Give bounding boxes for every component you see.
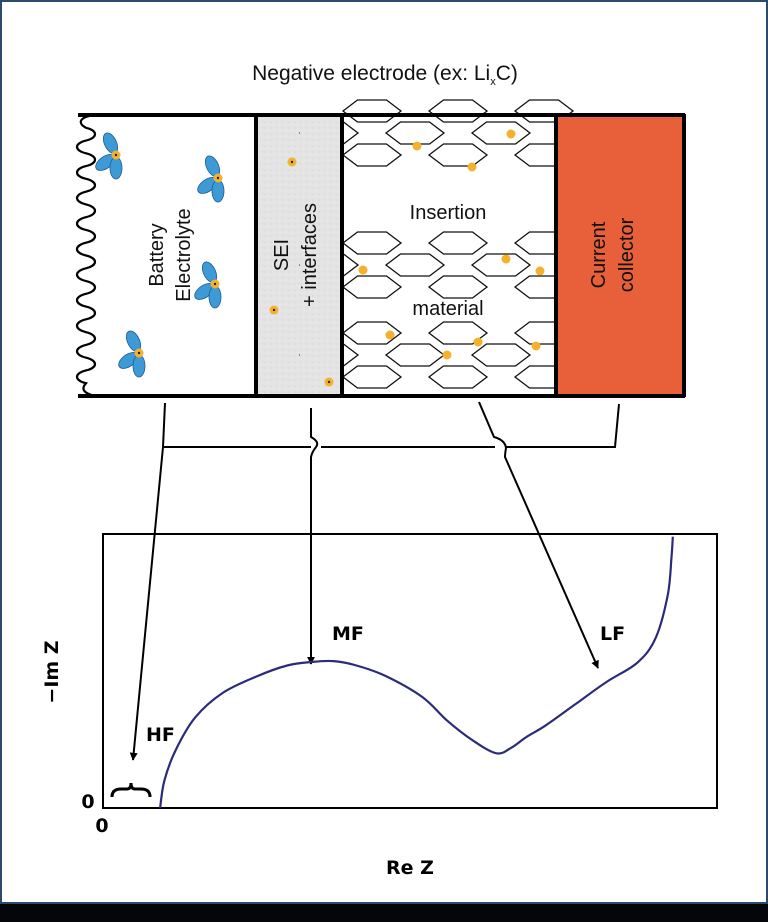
sei-ion-core (327, 380, 331, 384)
hexagon-cell (427, 231, 489, 255)
graphite-hexagon-layers (254, 99, 685, 398)
y-axis-label: −Im Z (41, 640, 63, 703)
bracket-horizontal (163, 403, 620, 448)
hexagon-cell (427, 143, 489, 167)
lithium-ion-dot (535, 266, 545, 276)
hexagon-cell (427, 321, 489, 345)
y-tick-zero: 0 (81, 791, 94, 813)
hexagon-cell (384, 253, 446, 277)
hf-brace (110, 782, 152, 798)
solvent-center-core (213, 282, 217, 286)
hexagon-cell (341, 231, 403, 255)
lithium-ion-dot (385, 330, 395, 340)
mf-label: MF (332, 623, 364, 645)
sei-lithium-ions (269, 157, 334, 387)
lithium-ion-dot (473, 337, 483, 347)
connector-lines (129, 401, 620, 761)
lf-arrow (478, 401, 599, 669)
x-tick-zero: 0 (95, 815, 108, 837)
lithium-ions-insertion (358, 129, 545, 360)
hexagon-cell (470, 343, 532, 367)
electrolyte-label-line2: Electrolyte (173, 208, 195, 301)
sei-label-line1: SEI (271, 239, 293, 271)
collector-overlay (558, 113, 608, 398)
lithium-ion-dot (442, 350, 452, 360)
insertion-label-line2: material (412, 298, 483, 320)
lithium-ion-dot (412, 141, 422, 151)
mf-arrow (307, 408, 319, 665)
hexagon-cell (341, 143, 403, 167)
lf-label: LF (600, 623, 625, 645)
hf-arrow (129, 446, 164, 761)
lithium-ion-dot (506, 129, 516, 139)
lithium-ion-dot (501, 254, 511, 264)
sei-label-line2: + interfaces (299, 203, 321, 307)
sei-overlay (300, 113, 340, 398)
x-axis-label: Re Z (386, 857, 434, 879)
insertion-label-line1: Insertion (410, 202, 487, 224)
solvent-center-core (137, 351, 141, 355)
solvent-center-core (114, 153, 118, 157)
wavy-electrolyte-edge (75, 113, 97, 398)
solvent-molecule (118, 330, 146, 378)
collector-label-line2: collector (616, 217, 638, 292)
lithium-ion-dot (358, 265, 368, 275)
solvent-lobe (211, 179, 225, 203)
solvent-lobe (109, 156, 123, 180)
hexagon-cell (341, 321, 403, 345)
collector-label-line1: Current (588, 221, 610, 288)
solvent-molecule (95, 132, 123, 180)
plot-area (102, 533, 718, 809)
electrolyte-label-line1: Battery (146, 223, 168, 286)
sei-ion-core (272, 308, 276, 312)
impedance-curve (159, 536, 674, 809)
hexagon-cell (384, 121, 446, 145)
solvent-lobe (208, 285, 222, 309)
sei-ion-core (290, 160, 294, 164)
hf-label: HF (146, 724, 175, 746)
solvent-center-core (216, 176, 220, 180)
solvent-molecule (194, 261, 222, 309)
hexagon-cell (470, 253, 532, 277)
lithium-ion-dot (531, 341, 541, 351)
solvent-lobe (132, 354, 146, 378)
hexagon-cell (341, 275, 403, 299)
hexagon-cell (470, 121, 532, 145)
nyquist-plot: HF MF LF 0 0 Re Z −Im Z (41, 533, 718, 879)
hexagon-cell (427, 365, 489, 389)
bracket-left-tick (162, 402, 166, 448)
figure-title: Negative electrode (ex: LixC) (252, 62, 518, 88)
hexagon-cell (341, 365, 403, 389)
electrolyte-solvent-molecules (95, 132, 225, 378)
hexagon-cell (427, 275, 489, 299)
solvent-molecule (197, 155, 225, 203)
lithium-ion-dot (467, 162, 477, 172)
